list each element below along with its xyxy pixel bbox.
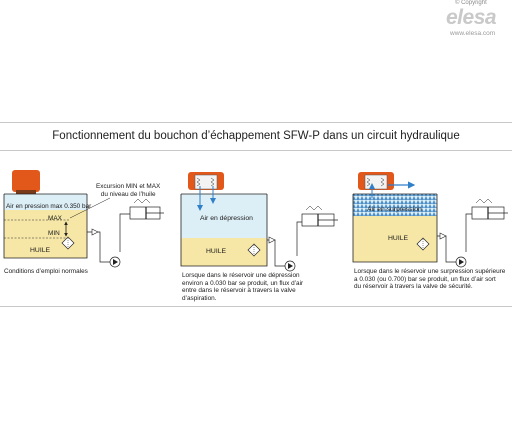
check-valve-icon bbox=[268, 236, 276, 244]
panel-1-caption: Conditions d’emploi normales bbox=[4, 268, 88, 275]
copyright-notice: © Copyright bbox=[455, 0, 487, 6]
check-valve-icon bbox=[439, 232, 447, 240]
tank-oil-zone bbox=[4, 210, 87, 258]
title-divider bbox=[0, 150, 512, 151]
bottom-divider bbox=[0, 306, 512, 307]
excursion-label: Excursion MIN et MAX du niveau de l’huil… bbox=[96, 183, 161, 198]
min-level-label: MIN bbox=[48, 230, 60, 237]
air-depression-label: Air en dépression bbox=[200, 215, 253, 222]
air-overpressure-label: Air en surpression bbox=[367, 206, 422, 213]
oil-label: HUILE bbox=[206, 248, 227, 255]
page-title: Fonctionnement du bouchon d’échappement … bbox=[52, 130, 460, 142]
tank-air-zone bbox=[181, 194, 267, 238]
air-pressure-label: Air en pression max 0.350 bar bbox=[6, 203, 92, 210]
oil-label: HUILE bbox=[30, 247, 51, 254]
oil-label: HUILE bbox=[388, 235, 409, 242]
panel-1-diagram bbox=[3, 170, 164, 268]
breather-cap-icon bbox=[12, 170, 40, 192]
max-level-label: MAX bbox=[48, 215, 62, 222]
panel-3-diagram bbox=[352, 172, 508, 268]
panel-2-caption: Lorsque dans le réservoir une dépression… bbox=[182, 272, 304, 302]
top-divider bbox=[0, 122, 512, 123]
panel-2-diagram bbox=[180, 172, 338, 272]
brand-url: www.elesa.com bbox=[450, 30, 496, 37]
tank-air-zone bbox=[353, 194, 437, 216]
panel-3-caption: Lorsque dans le réservoir une surpressio… bbox=[354, 268, 506, 291]
elesa-logo: elesa bbox=[446, 6, 497, 29]
tank-air-zone bbox=[4, 194, 87, 210]
check-valve-icon bbox=[91, 228, 99, 236]
